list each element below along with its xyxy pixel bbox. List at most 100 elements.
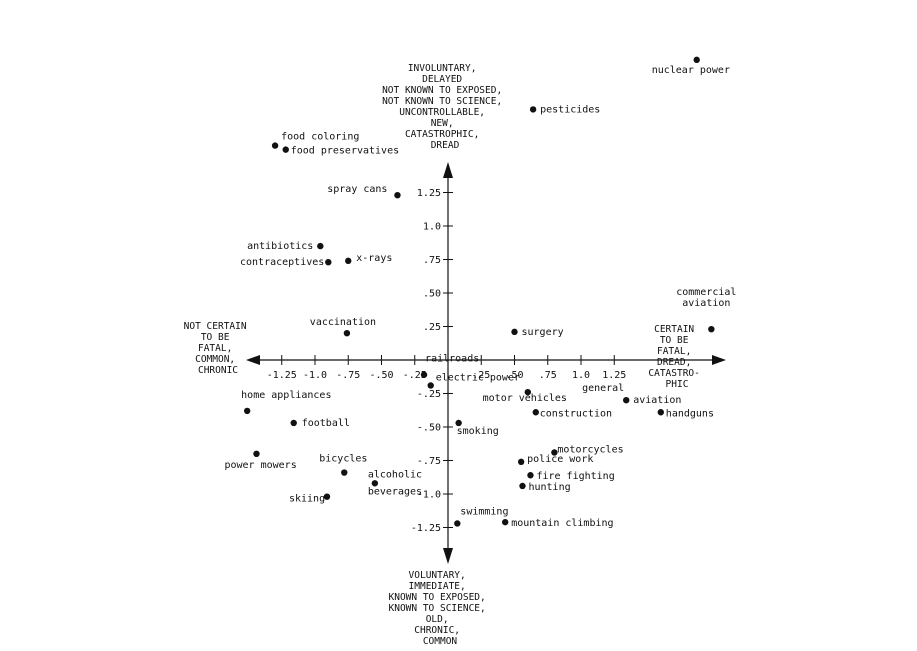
y-tick-label: .75: [423, 255, 441, 266]
y-tick-label: .25: [423, 322, 441, 333]
data-point-label: electric power: [436, 372, 520, 383]
data-point-label: smoking: [457, 426, 499, 437]
data-point: motor vehicles: [483, 388, 567, 404]
data-point-label: motor vehicles: [483, 393, 567, 404]
data-point-marker: [323, 493, 331, 500]
data-point-label: contraceptives: [240, 257, 324, 268]
y-axis-ticks: 1.251.0.75.50.25-.25-.50-.75-1.0-1.25: [411, 188, 453, 534]
data-point-label: skiing: [289, 494, 325, 505]
data-point-marker: [455, 419, 462, 427]
left-pole-line: CHRONIC: [198, 365, 238, 376]
bottom-pole-line: KNOWN TO EXPOSED,: [389, 592, 486, 603]
data-point-label: handguns: [666, 408, 714, 419]
data-point: police work: [517, 454, 593, 466]
data-point-label: nuclear power: [652, 65, 730, 76]
y-tick-label: -1.0: [417, 490, 441, 501]
data-point-marker: [532, 409, 539, 416]
data-point-label: antibiotics: [247, 241, 313, 252]
data-point: smoking: [455, 419, 499, 437]
right-pole-line: CATASTRO-: [648, 368, 699, 379]
right-pole-line: CERTAIN: [654, 324, 694, 335]
data-point-label: bicycles: [319, 454, 367, 465]
data-point: railroads: [420, 354, 479, 378]
data-point: skiing: [289, 493, 331, 505]
y-tick-label: -.75: [417, 456, 441, 467]
top-pole-line: NOT KNOWN TO EXPOSED,: [382, 85, 502, 96]
data-point: football: [290, 418, 350, 429]
data-point: bicycles: [319, 454, 367, 476]
data-point: electric power: [427, 372, 520, 389]
data-point-label: food preservatives: [291, 146, 399, 157]
data-point: construction: [532, 408, 612, 419]
data-point: handguns: [657, 408, 714, 419]
top-pole-line: INVOLUNTARY,: [408, 63, 477, 74]
y-tick-label: -.25: [417, 389, 441, 400]
data-point-label: swimming: [460, 506, 508, 517]
right-pole-line: FATAL,: [657, 346, 691, 357]
left-pole-line: TO BE: [201, 332, 230, 343]
data-point-label: fire fighting: [536, 471, 614, 482]
data-point-marker: [253, 450, 260, 457]
x-tick-label: .75: [539, 370, 557, 381]
data-point-marker: [420, 371, 428, 378]
left-pole-label: NOT CERTAIN TO BE FATAL, COMMON, CHRONIC: [184, 321, 253, 376]
y-tick-label: 1.0: [423, 222, 441, 233]
data-point-label: football: [302, 418, 350, 429]
right-pole-line: DREAD,: [657, 357, 691, 368]
data-point-marker: [551, 449, 558, 456]
top-pole-line: DREAD: [431, 140, 460, 151]
data-point-label: hunting: [528, 482, 570, 493]
data-point: generalaviation: [582, 383, 681, 406]
x-tick-label: -1.0: [303, 370, 327, 381]
data-point-label: motorcycles: [557, 444, 623, 455]
data-point-label: vaccination: [310, 317, 376, 328]
data-point: antibiotics: [247, 241, 324, 252]
data-point: contraceptives: [240, 257, 332, 268]
data-point-label: surgery: [522, 327, 564, 338]
data-point: vaccination: [310, 317, 376, 337]
bottom-pole-line: CHRONIC,: [414, 625, 460, 636]
data-point-label: police work: [527, 454, 593, 465]
y-axis-top-arrowhead: [443, 162, 453, 178]
data-point: motorcycles: [551, 444, 624, 456]
bottom-pole-line: VOLUNTARY,: [409, 570, 466, 581]
data-point: fire fighting: [527, 471, 615, 482]
data-point-marker: [519, 482, 526, 490]
x-tick-label: -.75: [336, 370, 360, 381]
data-point: x-rays: [345, 253, 392, 265]
y-tick-label: -.50: [417, 423, 441, 434]
data-point-label: railroads: [425, 354, 479, 365]
data-point-label: home appliances: [241, 390, 331, 401]
x-tick-label: -.50: [369, 370, 393, 381]
x-axis-left-arrowhead: [246, 355, 260, 365]
y-tick-label: 1.25: [417, 188, 441, 199]
data-point: food preservatives: [282, 146, 399, 157]
right-pole-line: TO BE: [660, 335, 689, 346]
bottom-pole-line: COMMON: [423, 636, 458, 647]
data-point-marker: [657, 409, 664, 416]
left-pole-line: FATAL,: [198, 343, 232, 354]
data-point-marker: [341, 469, 348, 476]
x-tick-label: -.25: [403, 370, 427, 381]
data-point-marker: [243, 407, 251, 415]
data-point-marker: [290, 419, 297, 427]
x-tick-label: 1.25: [602, 370, 626, 381]
y-axis-bottom-arrowhead: [443, 548, 453, 564]
x-axis-right-arrowhead: [712, 355, 726, 365]
data-point-label: pesticides: [540, 104, 600, 115]
data-point: swimming: [454, 506, 508, 527]
data-point-label: construction: [540, 408, 612, 419]
data-point: hunting: [519, 482, 571, 493]
x-tick-label: .50: [505, 370, 523, 381]
right-pole-line: PHIC: [666, 379, 689, 390]
top-pole-line: CATASTROPHIC,: [405, 129, 479, 140]
data-point-marker: [343, 330, 351, 337]
data-point-marker: [517, 458, 525, 466]
data-point-marker: [501, 518, 509, 526]
bottom-pole-line: KNOWN TO SCIENCE,: [389, 603, 486, 614]
data-point: mountain climbing: [501, 518, 614, 529]
data-point-marker: [325, 258, 332, 266]
